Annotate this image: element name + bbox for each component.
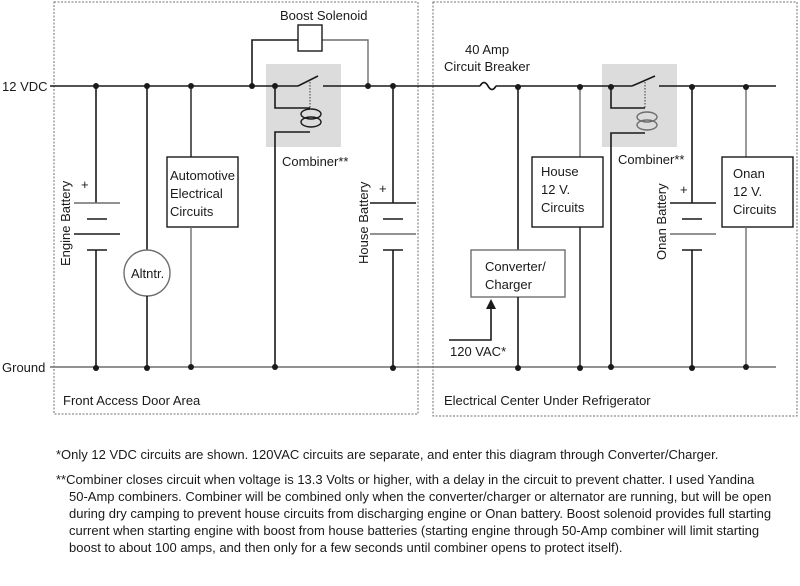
house-battery-label: House Battery: [356, 181, 371, 264]
breaker-label-1: 40 Amp: [465, 42, 509, 57]
wiring-diagram: 12 VDC Ground Boost Solenoid Combiner**: [2, 1, 798, 417]
junction-dot: [144, 83, 150, 89]
alternator-label: Altntr.: [131, 266, 164, 281]
junction-dot: [188, 83, 194, 89]
junction-dot: [249, 83, 255, 89]
footnote-ac-circuits: *Only 12 VDC circuits are shown. 120VAC …: [56, 447, 719, 462]
junction-dot: [689, 365, 695, 371]
boost-solenoid-label: Boost Solenoid: [280, 8, 367, 23]
house-circuits-label-2: 12 V.: [541, 182, 570, 197]
automotive-circuits-label-1: Automotive: [170, 168, 235, 183]
boost-solenoid: [251, 24, 369, 86]
converter-label-1: Converter/: [485, 259, 546, 274]
combiner-front: [274, 75, 322, 367]
onan-battery-plus: +: [680, 182, 688, 197]
combiner-rear: [610, 75, 658, 367]
positive-rail-label: 12 VDC: [2, 79, 48, 94]
house-12v-circuits: [531, 86, 604, 367]
combiner-front-background: [266, 64, 341, 147]
junction-dot: [515, 365, 521, 371]
junction-dot: [743, 364, 749, 370]
onan-circuits-label-3: Circuits: [733, 202, 777, 217]
junction-dot: [743, 84, 749, 90]
junction-dot: [390, 83, 396, 89]
engine-battery: [74, 86, 120, 367]
junction-dot: [689, 84, 695, 90]
house-battery: [370, 86, 416, 367]
junction-dot: [188, 364, 194, 370]
junction-dot: [93, 83, 99, 89]
junction-dot: [365, 83, 371, 89]
alternator: [123, 86, 171, 367]
ac-input-label: 120 VAC*: [450, 344, 506, 359]
junction-dot: [608, 84, 614, 90]
converter-label-2: Charger: [485, 277, 533, 292]
junction-dot: [577, 84, 583, 90]
engine-battery-plus: +: [81, 177, 89, 192]
onan-battery: [670, 86, 716, 367]
combiner-front-label: Combiner**: [282, 154, 348, 169]
junction-dots: [93, 83, 749, 371]
combiner-rear-label: Combiner**: [618, 152, 684, 167]
electrical-center-area-label: Electrical Center Under Refrigerator: [444, 393, 651, 408]
combiner-rear-background: [602, 64, 677, 147]
onan-circuits-label-2: 12 V.: [733, 184, 762, 199]
junction-dot: [93, 365, 99, 371]
front-access-area-label: Front Access Door Area: [63, 393, 201, 408]
engine-battery-label: Engine Battery: [58, 180, 73, 266]
junction-dot: [144, 365, 150, 371]
house-battery-plus: +: [379, 181, 387, 196]
footnote-combiner: **Combiner closes circuit when voltage i…: [56, 472, 772, 555]
junction-dot: [515, 84, 521, 90]
junction-dot: [272, 83, 278, 89]
automotive-circuits-label-2: Electrical: [170, 186, 223, 201]
house-circuits-label-3: Circuits: [541, 200, 585, 215]
circuit-breaker-symbol: [479, 81, 497, 91]
electrical-center-area-boundary: [432, 1, 798, 417]
automotive-circuits: [166, 86, 239, 367]
junction-dot: [577, 365, 583, 371]
onan-12v-circuits: [721, 86, 794, 367]
footnotes: *Only 12 VDC circuits are shown. 120VAC …: [56, 446, 776, 556]
converter-charger: [449, 86, 566, 367]
junction-dot: [272, 364, 278, 370]
ground-rail-label: Ground: [2, 360, 45, 375]
onan-circuits-label-1: Onan: [733, 166, 765, 181]
junction-dot: [390, 365, 396, 371]
breaker-label-2: Circuit Breaker: [444, 59, 531, 74]
junction-dot: [608, 364, 614, 370]
house-circuits-label-1: House: [541, 164, 579, 179]
front-access-area-boundary: [53, 1, 419, 415]
automotive-circuits-label-3: Circuits: [170, 204, 214, 219]
onan-battery-label: Onan Battery: [654, 183, 669, 260]
